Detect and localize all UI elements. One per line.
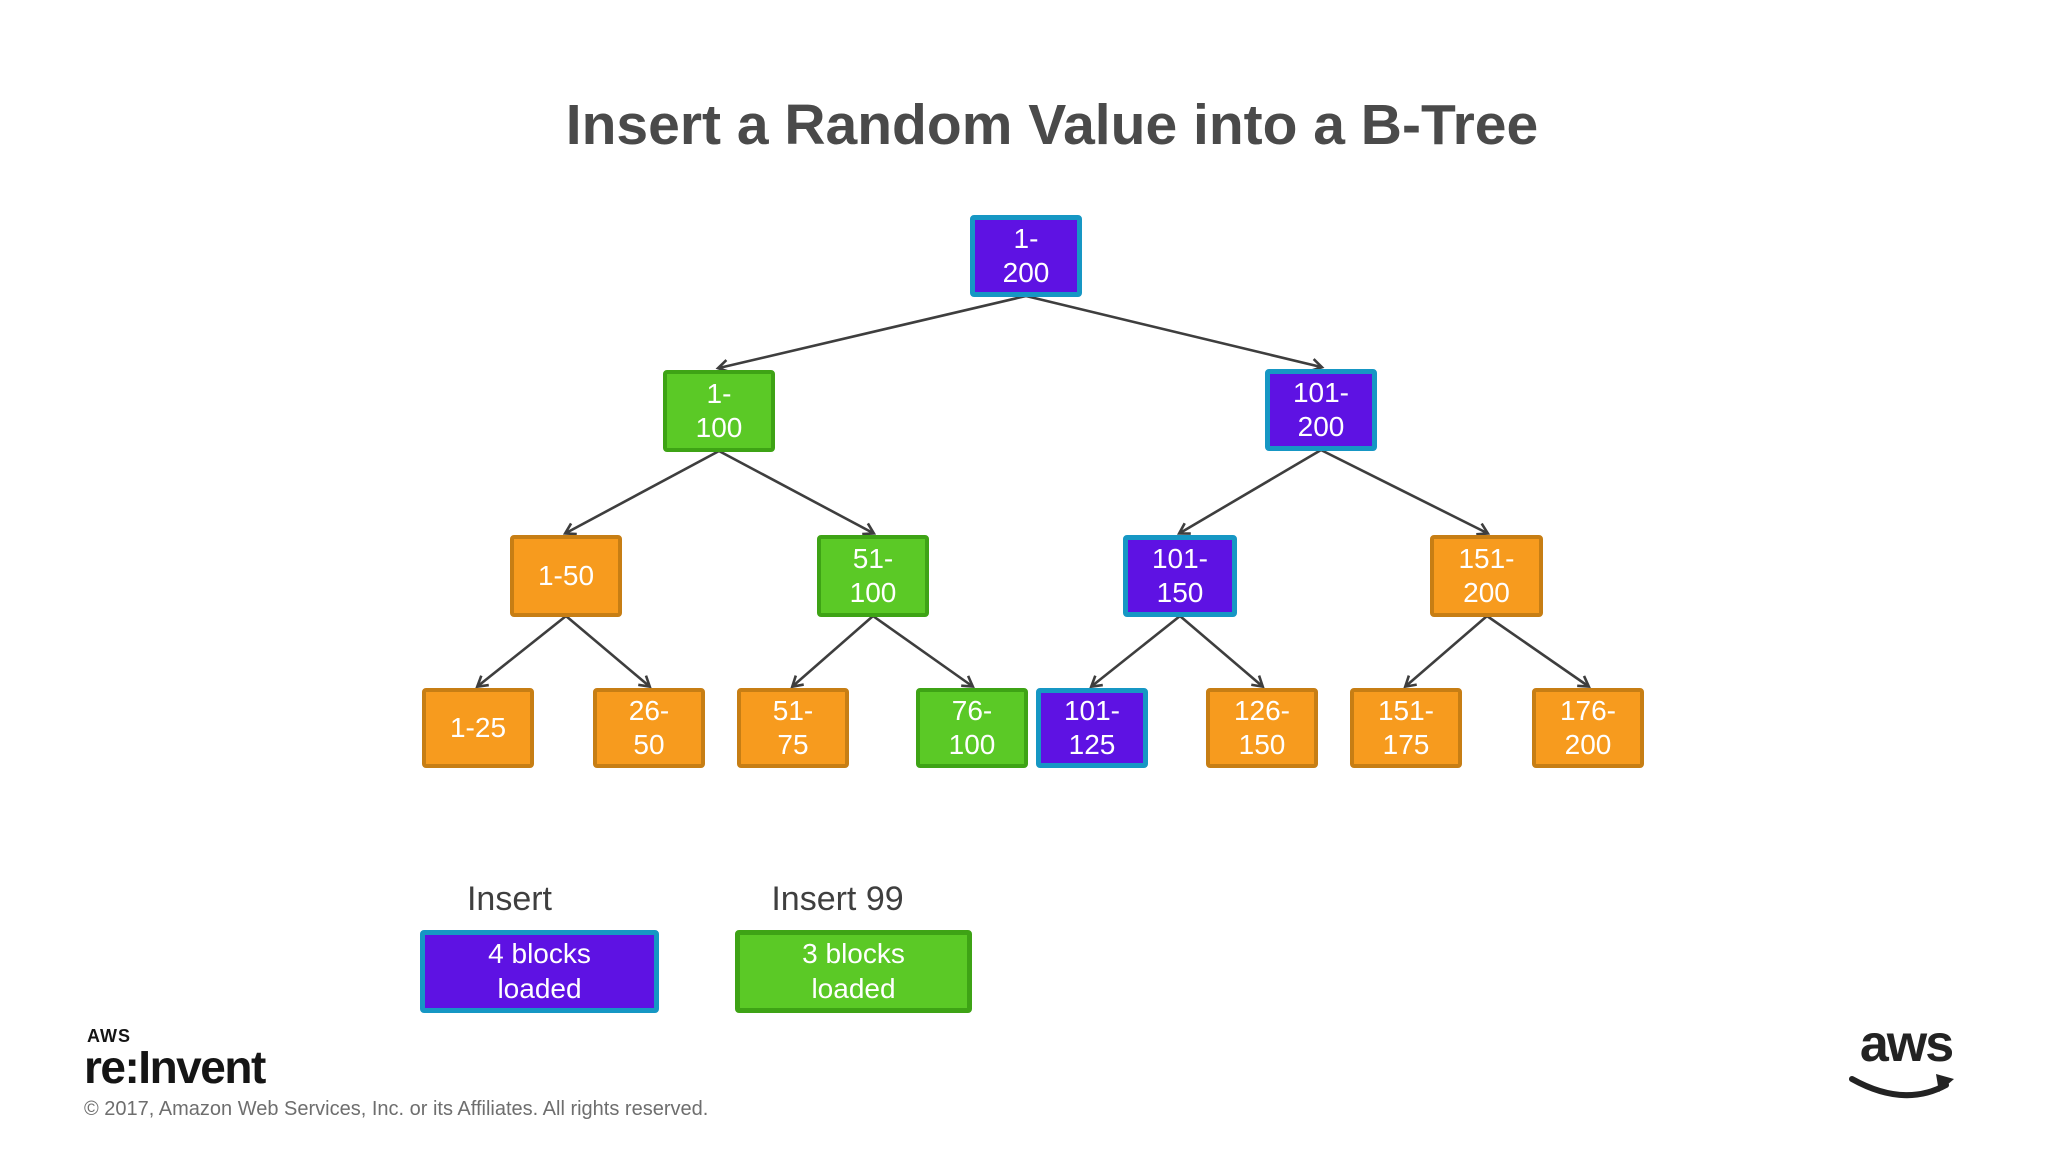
tree-edge-1-200-to-101-200 xyxy=(1025,294,1325,372)
tree-edge-101-200-to-151-200 xyxy=(1320,448,1491,536)
tree-edge-51-100-to-51-75 xyxy=(790,615,874,689)
tree-node-101-200-label: 101- 200 xyxy=(1292,377,1350,442)
tree-node-1-100: 1- 100 xyxy=(663,370,775,452)
tree-node-76-100: 76- 100 xyxy=(916,688,1028,768)
tree-node-1-200-label: 1- 200 xyxy=(1002,223,1050,288)
copyright-text: © 2017, Amazon Web Services, Inc. or its… xyxy=(84,1098,709,1120)
tree-edge-1-100-to-51-100 xyxy=(718,449,877,536)
aws-reinvent-logo-main-text: re:Invent xyxy=(84,1041,266,1093)
legend-insert-99-label: Insert 99 xyxy=(771,880,904,918)
tree-node-1-100-label: 1- 100 xyxy=(695,378,743,443)
tree-edge-1-50-to-1-25 xyxy=(475,614,567,689)
tree-edge-101-150-to-101-125 xyxy=(1089,614,1181,689)
tree-node-101-125-label: 101- 125 xyxy=(1063,695,1121,760)
tree-node-1-25: 1-25 xyxy=(422,688,534,768)
aws-smile-icon xyxy=(1849,1074,1954,1099)
tree-node-51-75: 51- 75 xyxy=(737,688,849,768)
tree-node-101-125: 101- 125 xyxy=(1036,688,1148,768)
aws-logo-text: aws xyxy=(1859,1015,1954,1073)
tree-node-126-150: 126- 150 xyxy=(1206,688,1318,768)
tree-node-1-50-label: 1-50 xyxy=(537,560,595,592)
tree-node-101-150-label: 101- 150 xyxy=(1151,543,1209,608)
tree-edge-101-200-to-101-150 xyxy=(1176,448,1322,535)
legend-insert-box-text: 4 blocks loaded xyxy=(488,938,591,1004)
tree-node-101-150: 101- 150 xyxy=(1123,535,1237,617)
tree-node-1-200: 1- 200 xyxy=(970,215,1082,297)
tree-node-176-200-label: 176- 200 xyxy=(1559,695,1617,760)
tree-edge-1-200-to-1-100 xyxy=(715,294,1027,374)
tree-node-151-175: 151- 175 xyxy=(1350,688,1462,768)
tree-node-51-100-label: 51- 100 xyxy=(849,543,897,608)
tree-node-101-200: 101- 200 xyxy=(1265,369,1377,451)
tree-edge-151-200-to-151-175 xyxy=(1403,615,1488,689)
tree-node-126-150-label: 126- 150 xyxy=(1233,695,1291,760)
tree-node-176-200: 176- 200 xyxy=(1532,688,1644,768)
tree-node-151-200-label: 151- 200 xyxy=(1458,543,1515,608)
tree-node-151-175-label: 151- 175 xyxy=(1377,695,1435,760)
tree-edge-51-100-to-76-100 xyxy=(872,614,975,689)
tree-node-151-200: 151- 200 xyxy=(1430,535,1543,617)
tree-edge-151-200-to-176-200 xyxy=(1486,614,1591,689)
tree-node-1-25-label: 1-25 xyxy=(449,712,507,744)
tree-node-76-100-label: 76- 100 xyxy=(948,695,996,760)
tree-node-51-100: 51- 100 xyxy=(817,535,929,617)
tree-edge-1-100-to-1-50 xyxy=(562,449,720,536)
aws-reinvent-logo: AWS re:Invent xyxy=(84,1026,266,1094)
legend-insert-box: 4 blocks loaded xyxy=(420,930,659,1013)
tree-node-51-75-label: 51- 75 xyxy=(772,695,814,760)
tree-node-1-50: 1-50 xyxy=(510,535,622,617)
aws-reinvent-logo-aws-text: AWS xyxy=(87,1026,132,1046)
legend-insert-99-box-text: 3 blocks loaded xyxy=(802,938,905,1004)
tree-edge-1-50-to-26-50 xyxy=(565,615,652,689)
legend-insert-label: Insert xyxy=(466,880,553,918)
slide-title: Insert a Random Value into a B-Tree xyxy=(565,93,1539,157)
tree-node-26-50-label: 26- 50 xyxy=(628,695,670,760)
tree-node-26-50: 26- 50 xyxy=(593,688,705,768)
legend-insert-99-box: 3 blocks loaded xyxy=(735,930,972,1013)
aws-logo: aws xyxy=(1846,1018,1966,1108)
tree-edge-101-150-to-126-150 xyxy=(1179,615,1265,689)
